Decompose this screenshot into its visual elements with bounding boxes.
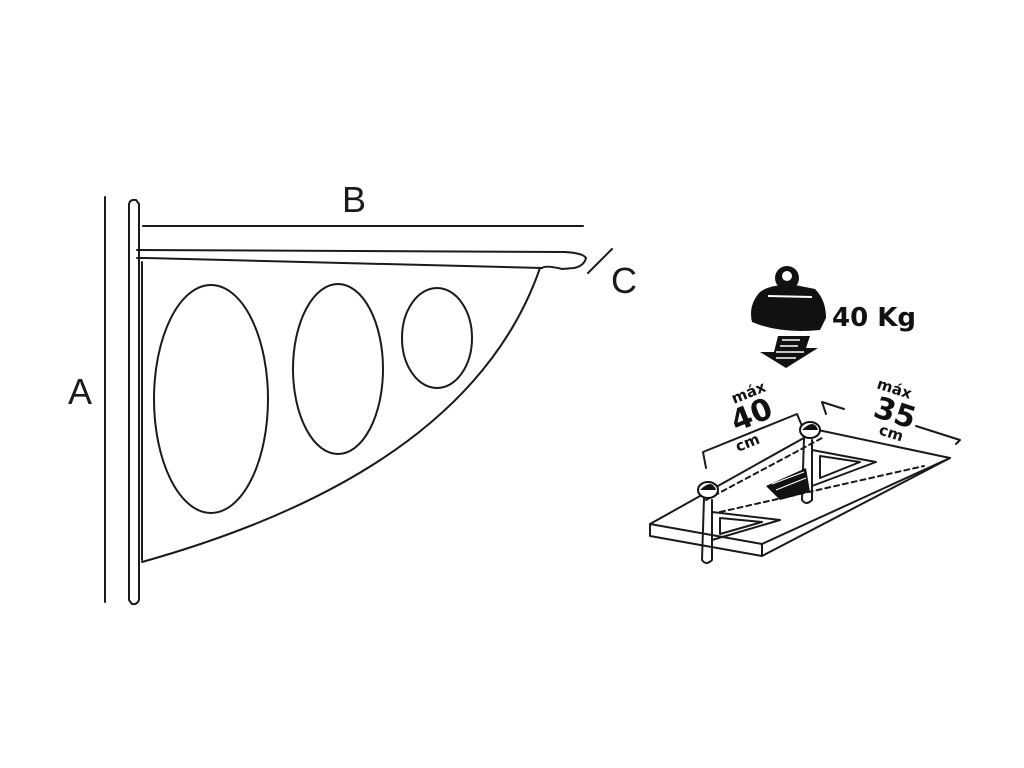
dimension-line-c (587, 248, 613, 274)
shelf-arm (136, 249, 587, 270)
weight-label: 40 Kg (832, 303, 916, 333)
wall-plate (128, 198, 140, 606)
depth-dimension: máx 35 cm (821, 375, 961, 445)
dimension-label-c: C (611, 260, 637, 301)
bracket-front (697, 481, 781, 564)
bracket-back (766, 421, 877, 504)
cutout-large (153, 284, 269, 514)
installation-illustration: 40 Kg máx 40 cm máx 35 cm (649, 266, 961, 564)
weight-icon (751, 266, 826, 331)
dimension-label-a: A (68, 371, 92, 412)
bracket-drawing: A B C (68, 179, 637, 606)
cutout-medium (292, 283, 384, 455)
bracket-web (141, 267, 541, 563)
cutout-small (401, 287, 473, 389)
spacing-dimension: máx 40 cm (702, 378, 803, 469)
down-arrow-icon (760, 336, 818, 368)
dimension-label-b: B (342, 179, 366, 220)
